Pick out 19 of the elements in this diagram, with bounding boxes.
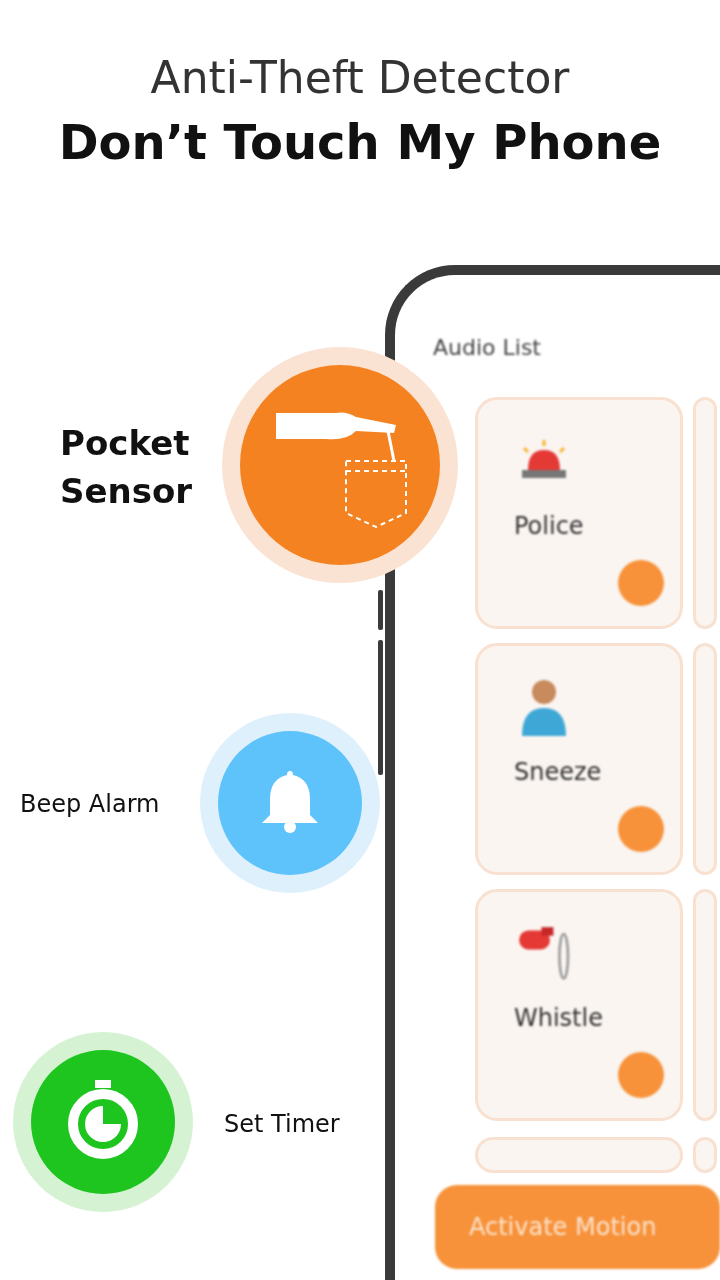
audio-card [693, 889, 717, 1121]
audio-card [475, 1137, 683, 1173]
sound-name: Police [514, 512, 584, 540]
sound-name: Whistle [514, 1004, 603, 1032]
screen-heading: Audio List [433, 335, 541, 360]
feature-label: Pocket Sensor [60, 422, 194, 513]
feature-label: Set Timer [224, 1109, 341, 1140]
activate-button: Activate Motion [435, 1185, 720, 1269]
feature-label: Beep Alarm [20, 789, 161, 820]
title: Anti-Theft Detector [149, 52, 571, 103]
audio-card [693, 1137, 717, 1173]
phone-screen [385, 265, 720, 1280]
audio-card [475, 643, 683, 875]
audio-card [475, 889, 683, 1121]
audio-card [693, 643, 717, 875]
audio-card [475, 397, 683, 629]
audio-card [693, 397, 717, 629]
sound-name: Sneeze [514, 758, 602, 786]
subtitle: Don’t Touch My Phone [57, 114, 663, 170]
